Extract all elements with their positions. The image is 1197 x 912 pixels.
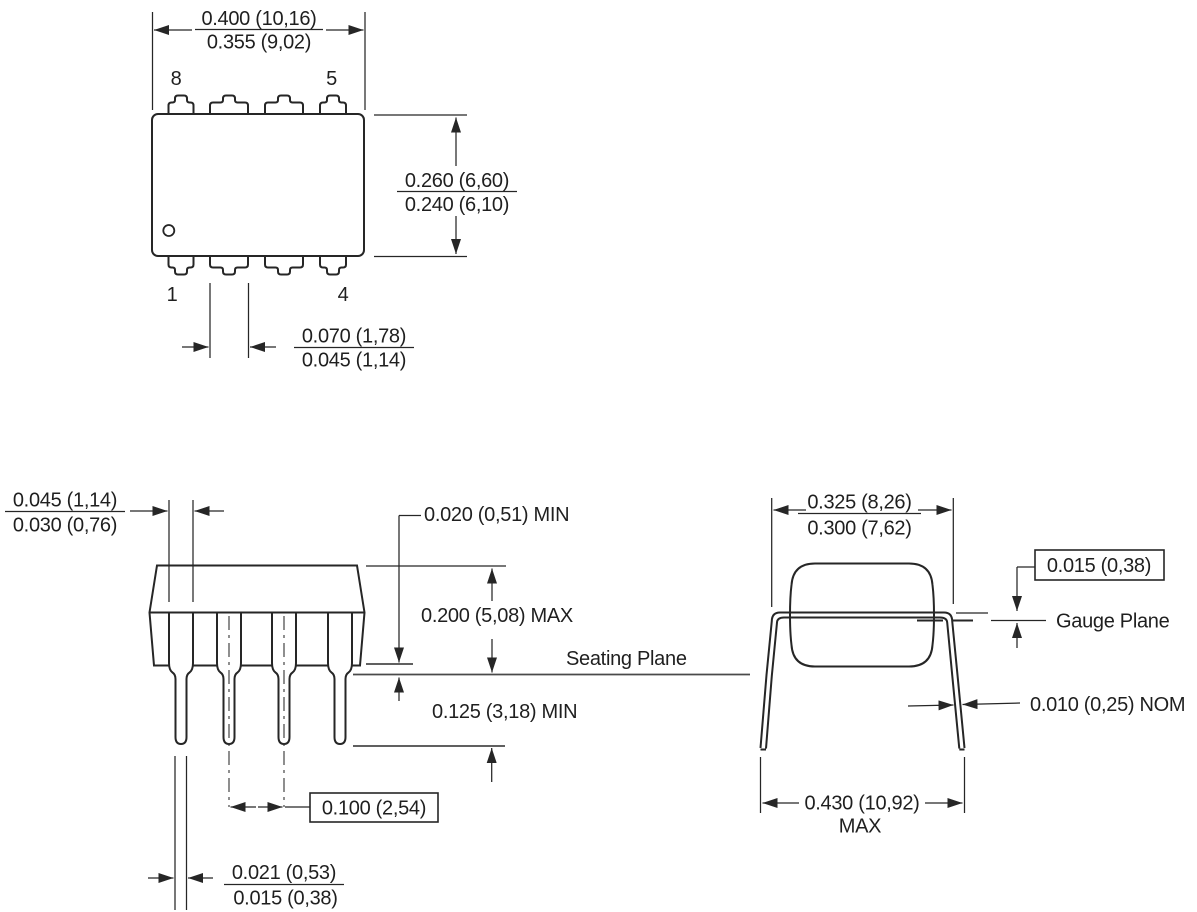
pin-2-tab xyxy=(209,255,249,276)
dim-text-min: 0.240 (6,10) xyxy=(405,194,509,216)
dim-arrow xyxy=(907,700,954,711)
dim-text: 0.430 (10,92) xyxy=(804,793,919,815)
end-view: 0.325 (8,26) 0.300 (7,62) 0.015 (0,38) G… xyxy=(759,492,1186,838)
dim-text-qualifier: MAX xyxy=(839,816,881,838)
dim-lead-shoulder-width: 0.070 (1,78) 0.045 (1,14) xyxy=(182,283,414,372)
dim-pitch: 0.100 (2,54) xyxy=(230,792,439,823)
dim-row-span: 0.325 (8,26) 0.300 (7,62) xyxy=(771,492,954,607)
pin-7-tab xyxy=(209,94,249,115)
pin-label-8: 8 xyxy=(171,68,182,90)
dim-text: 0.020 (0,51) MIN xyxy=(424,504,569,526)
gauge-plane-label: Gauge Plane xyxy=(1056,611,1170,633)
dim-text-max: 0.325 (8,26) xyxy=(807,492,911,514)
dim-text-max: 0.070 (1,78) xyxy=(302,326,406,348)
dim-body-height: 0.260 (6,60) 0.240 (6,10) xyxy=(374,114,517,258)
dim-lead-length: 0.125 (3,18) MIN xyxy=(353,701,578,782)
side-lead-4 xyxy=(327,611,353,746)
package-body-outline xyxy=(788,562,936,668)
top-view: 8 5 1 4 0.400 (10,16) 0.355 (9,02) 0.260… xyxy=(151,8,517,372)
package-body-outline xyxy=(151,113,365,257)
lead-frame-inner-edge xyxy=(765,616,961,749)
side-lead-1 xyxy=(168,611,194,746)
dim-text-max: 0.400 (10,16) xyxy=(201,8,316,30)
pin-4-tab xyxy=(319,255,347,276)
dim-lead-thickness: 0.010 (0,25) NOM xyxy=(907,694,1186,716)
dim-text-min: 0.015 (0,38) xyxy=(233,888,337,910)
pin-8-tab xyxy=(167,94,195,115)
pin-label-5: 5 xyxy=(326,68,337,90)
lead-frame-outer-edge xyxy=(759,611,966,749)
dim-text: 0.200 (5,08) MAX xyxy=(421,605,573,627)
dim-text-max: 0.260 (6,60) xyxy=(405,170,509,192)
dim-lead-width: 0.021 (0,53) 0.015 (0,38) xyxy=(148,756,344,910)
dim-text: 0.100 (2,54) xyxy=(322,798,426,820)
dim-gauge-offset: 0.015 (0,38) xyxy=(956,549,1165,648)
seating-plane-label: Seating Plane xyxy=(566,648,687,670)
dim-text-min: 0.300 (7,62) xyxy=(807,518,911,540)
pin-3-tab xyxy=(264,255,304,276)
seating-plane: Seating Plane xyxy=(353,648,750,676)
dim-text: 0.125 (3,18) MIN xyxy=(432,701,577,723)
dim-text-max: 0.045 (1,14) xyxy=(13,490,117,512)
pin-label-4: 4 xyxy=(338,284,349,306)
dim-height: 0.200 (5,08) MAX xyxy=(366,565,573,673)
dim-text: 0.015 (0,38) xyxy=(1047,555,1151,577)
dim-text-min: 0.045 (1,14) xyxy=(302,350,406,372)
dim-text-max: 0.021 (0,53) xyxy=(232,862,336,884)
pin1-index-dot xyxy=(162,224,176,237)
dim-overall-span: 0.430 (10,92) MAX xyxy=(759,757,966,838)
dim-text: 0.010 (0,25) NOM xyxy=(1030,694,1185,716)
side-view: 0.045 (1,14) 0.030 (0,76) 0.020 (0,51) M… xyxy=(5,490,750,910)
dim-shoulder-width: 0.045 (1,14) 0.030 (0,76) xyxy=(5,490,224,602)
gauge-plane: Gauge Plane xyxy=(917,611,1170,633)
dim-standoff: 0.020 (0,51) MIN xyxy=(366,504,570,701)
dim-text-min: 0.030 (0,76) xyxy=(13,515,117,537)
dim-arrow xyxy=(962,699,1021,710)
dim-box xyxy=(309,792,439,823)
dim-body-width: 0.400 (10,16) 0.355 (9,02) xyxy=(151,8,366,110)
dim-text-min: 0.355 (9,02) xyxy=(207,32,311,54)
pin-1-tab xyxy=(167,255,195,276)
pin-5-tab xyxy=(319,94,347,115)
pin-6-tab xyxy=(264,94,304,115)
dim-box xyxy=(1034,549,1165,581)
pin-label-1: 1 xyxy=(167,284,178,306)
